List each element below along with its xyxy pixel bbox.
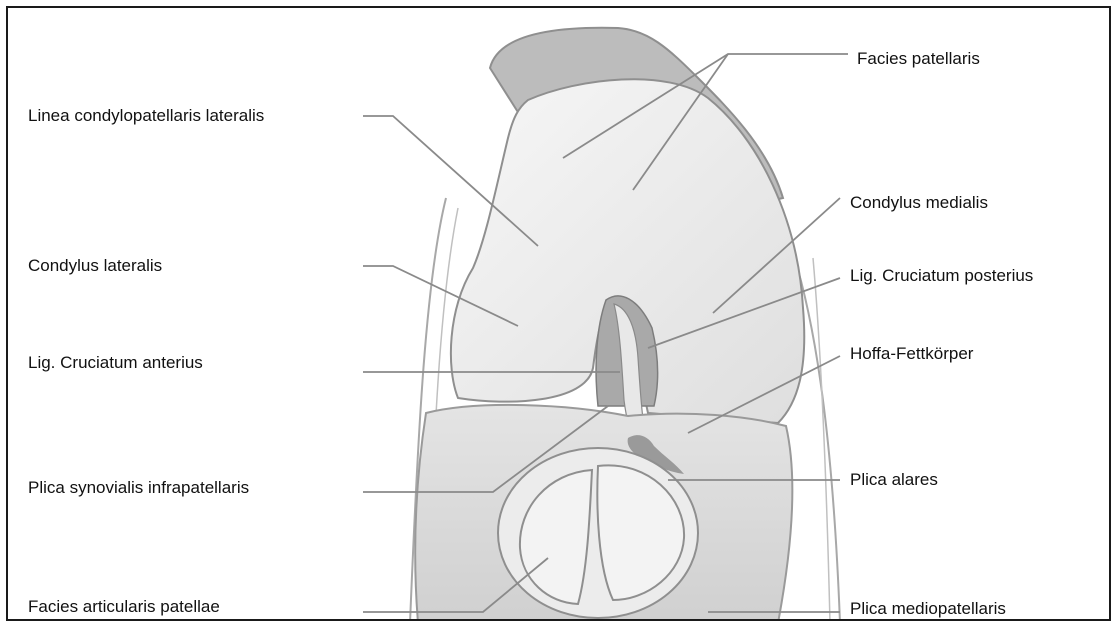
label-facies-articularis-patellae: Facies articularis patellae [28,597,220,617]
label-condylus-medialis: Condylus medialis [850,193,988,213]
label-plica-synovialis-infrapatellaris: Plica synovialis infrapatellaris [28,478,249,498]
knee-illustration [8,8,1111,621]
label-lig-cruciatum-posterius: Lig. Cruciatum posterius [850,266,1033,286]
label-linea-condylopatellaris-lateralis: Linea condylopatellaris lateralis [28,106,264,126]
label-lig-cruciatum-anterius: Lig. Cruciatum anterius [28,353,203,373]
label-plica-alares: Plica alares [850,470,938,490]
label-plica-mediopatellaris: Plica mediopatellaris [850,599,1006,619]
figure-frame: Linea condylopatellaris lateralis Condyl… [6,6,1111,621]
label-condylus-lateralis: Condylus lateralis [28,256,162,276]
label-facies-patellaris: Facies patellaris [857,49,980,69]
label-hoffa-fettkorper: Hoffa-Fettkörper [850,344,973,364]
